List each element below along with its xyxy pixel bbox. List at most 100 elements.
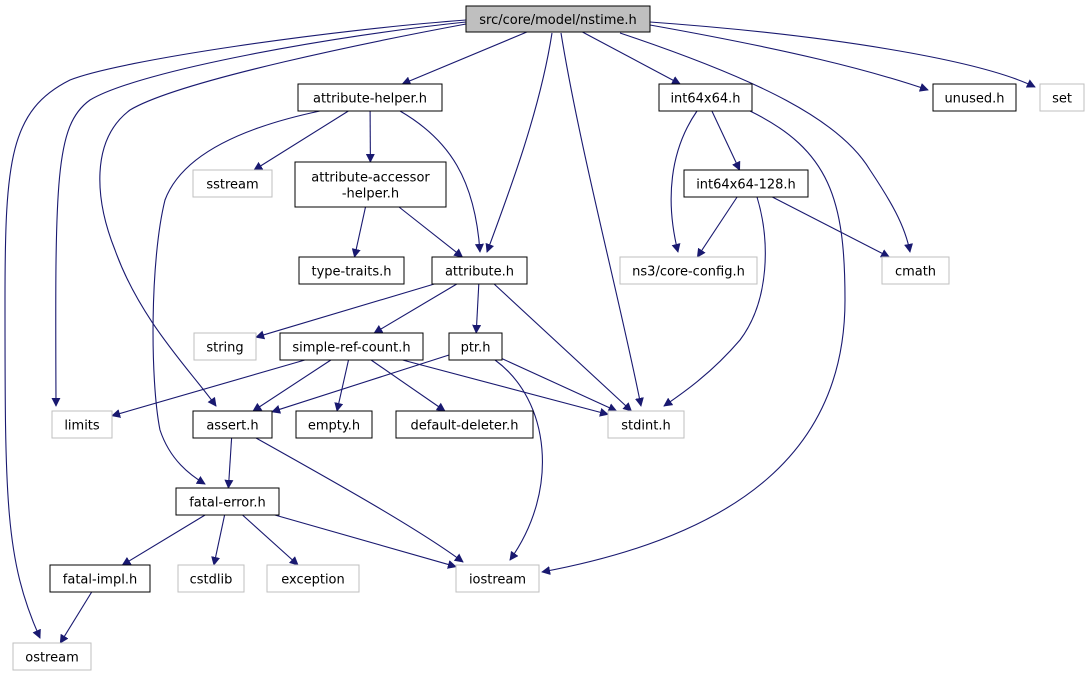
node-box (295, 410, 373, 439)
node-label: src/core/model/nstime.h (479, 13, 637, 28)
edge-ptr-to-assert (271, 354, 450, 414)
node-label: stdint.h (621, 419, 670, 434)
node-fatal-impl[interactable]: fatal-impl.h (49, 564, 151, 593)
edge-attribute-helper-to-sstream (253, 110, 349, 171)
node-box (193, 332, 257, 361)
edge-attribute-accessor-helper-to-type-traits (351, 206, 367, 258)
node-box (51, 410, 113, 439)
node-label: ns3/core-config.h (632, 265, 745, 280)
node-label: default-deleter.h (411, 419, 519, 434)
node-box (177, 564, 245, 593)
node-cstdlib: cstdlib (177, 564, 245, 593)
node-label: attribute-accessor-helper.h (311, 171, 430, 202)
node-attribute-accessor-helper[interactable]: attribute-accessor-helper.h (294, 161, 447, 208)
node-label: assert.h (206, 419, 258, 434)
node-label: exception (281, 573, 345, 588)
node-box (279, 332, 424, 361)
node-attribute[interactable]: attribute.h (431, 256, 528, 285)
node-limits: limits (51, 410, 113, 439)
node-label: set (1052, 92, 1072, 107)
node-nstime[interactable]: src/core/model/nstime.h (465, 5, 651, 33)
edge-int64x64-128-to-ns3-core-config (696, 196, 738, 258)
node-box (607, 410, 685, 439)
node-box (298, 256, 405, 285)
node-iostream: iostream (455, 564, 540, 593)
edge-attribute-helper-to-attribute (399, 110, 484, 253)
edge-nstime-to-unused (649, 24, 929, 92)
node-empty[interactable]: empty.h (295, 410, 373, 439)
node-int64x64[interactable]: int64x64.h (658, 83, 753, 112)
node-label: int64x64-128.h (696, 178, 796, 193)
edge-nstime-to-limits (51, 21, 467, 407)
node-assert[interactable]: assert.h (192, 410, 273, 439)
edge-ptr-to-stdint (501, 358, 618, 412)
node-simple-ref-count[interactable]: simple-ref-count.h (279, 332, 424, 361)
node-box (932, 83, 1017, 112)
edge-fatal-error-to-fatal-impl (121, 514, 206, 566)
node-box (395, 410, 534, 439)
edge-simple-ref-count-to-limits (111, 359, 306, 418)
node-label: cmath (895, 265, 936, 280)
edge-assert-to-fatal-error (224, 437, 234, 489)
edge-attribute-to-ptr (472, 283, 482, 334)
node-box (294, 161, 447, 208)
node-label: fatal-impl.h (63, 573, 137, 588)
node-label: fatal-error.h (189, 496, 266, 511)
node-cmath: cmath (881, 256, 950, 285)
node-label: string (206, 341, 243, 356)
node-set: set (1039, 83, 1085, 112)
node-label: int64x64.h (670, 92, 740, 107)
edge-fatal-error-to-cstdlib (211, 514, 226, 566)
node-ptr[interactable]: ptr.h (448, 332, 503, 361)
node-label: empty.h (308, 419, 360, 434)
node-type-traits[interactable]: type-traits.h (298, 256, 405, 285)
edge-nstime-to-attribute (485, 32, 553, 253)
node-ns3-core-config: ns3/core-config.h (619, 256, 758, 285)
edge-nstime-to-ostream (4, 19, 467, 639)
node-label: unused.h (944, 92, 1004, 107)
edge-attribute-to-string (255, 283, 435, 340)
node-box (448, 332, 503, 361)
node-exception: exception (266, 564, 360, 593)
node-box (192, 169, 273, 198)
node-label: sstream (206, 178, 258, 193)
node-stdint: stdint.h (607, 410, 685, 439)
node-box (658, 83, 753, 112)
edge-attribute-to-simple-ref-count (373, 283, 458, 334)
node-box (683, 169, 809, 198)
edge-fatal-impl-to-ostream (59, 591, 93, 644)
node-label: type-traits.h (312, 265, 392, 280)
edge-fatal-error-to-iostream (274, 514, 457, 569)
node-label: iostream (469, 573, 526, 588)
node-sstream: sstream (192, 169, 273, 198)
node-unused[interactable]: unused.h (932, 83, 1017, 112)
node-label: cstdlib (190, 573, 233, 588)
node-ostream: ostream (12, 642, 92, 671)
edge-simple-ref-count-to-empty (334, 359, 350, 412)
node-label: limits (64, 419, 100, 434)
edge-attribute-to-stdint (493, 283, 633, 412)
edge-simple-ref-count-to-assert (252, 359, 332, 412)
node-label: attribute-helper.h (313, 92, 427, 107)
edge-nstime-to-cmath (619, 32, 913, 253)
node-box (1039, 83, 1085, 112)
node-box (192, 410, 273, 439)
node-label: ptr.h (461, 341, 491, 356)
node-default-deleter[interactable]: default-deleter.h (395, 410, 534, 439)
edge-nstime-to-set (649, 21, 1036, 88)
node-int64x64-128[interactable]: int64x64-128.h (683, 169, 809, 198)
node-box (465, 5, 651, 33)
node-label: simple-ref-count.h (292, 341, 410, 356)
node-fatal-error[interactable]: fatal-error.h (175, 487, 280, 516)
node-box (881, 256, 950, 285)
edge-attribute-accessor-helper-to-attribute (398, 206, 464, 258)
edge-assert-to-iostream (255, 437, 464, 563)
edge-nstime-to-int64x64 (582, 31, 681, 85)
edge-ptr-to-iostream (494, 359, 543, 561)
edge-simple-ref-count-to-stdint (402, 359, 609, 417)
node-box (175, 487, 280, 516)
node-attribute-helper[interactable]: attribute-helper.h (297, 83, 443, 112)
node-box (455, 564, 540, 593)
edge-int64x64-to-ns3-core-config (670, 110, 698, 253)
